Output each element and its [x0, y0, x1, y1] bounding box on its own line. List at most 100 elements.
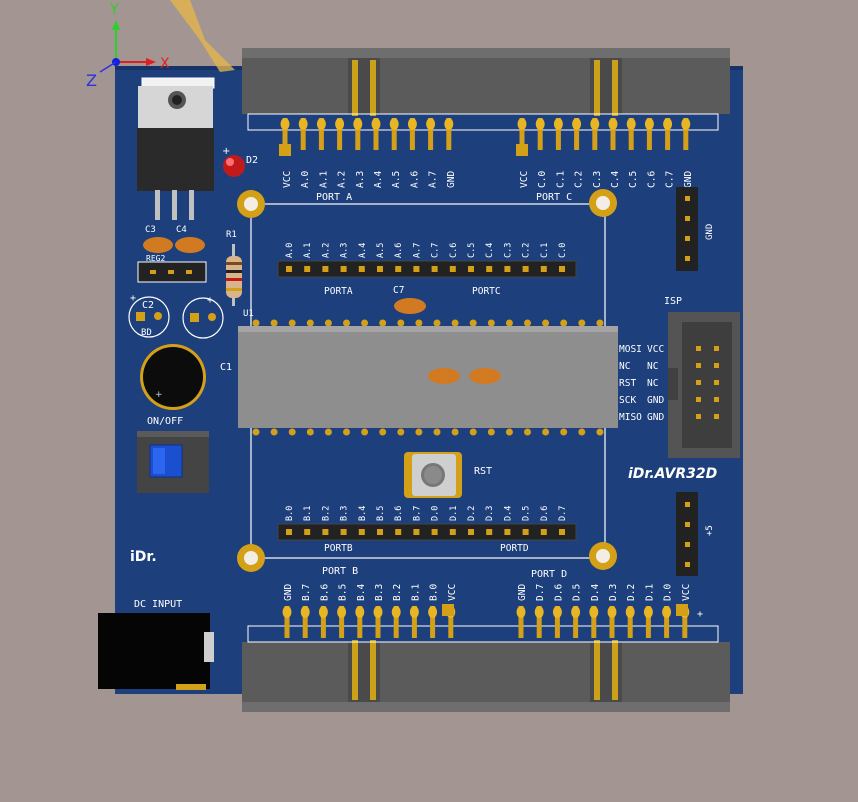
header-pin-pad [335, 118, 345, 130]
pin-label: C.3 [592, 171, 603, 188]
header-pin [646, 118, 652, 150]
header-pin [357, 606, 363, 638]
inner-header-pin [449, 266, 456, 272]
socket-pad [379, 319, 387, 327]
isp-pin [696, 414, 701, 419]
capacitor-c2 [128, 296, 170, 338]
pin-label: A.4 [373, 171, 384, 188]
socket-pad [288, 428, 296, 436]
header-pin-pad [535, 118, 545, 130]
header-pins-bottom [282, 604, 690, 638]
header-pin-pad [590, 118, 600, 130]
header-pin [591, 606, 597, 638]
inner-header-pin [377, 529, 383, 535]
isp-pin-label: MOSI [619, 344, 642, 355]
header-pin [318, 118, 324, 150]
inner-header-pin [286, 529, 292, 535]
header-pin-pad [280, 118, 290, 130]
inner-header-pin [468, 529, 474, 535]
c2-label: C2 [142, 300, 154, 311]
header-pin [665, 118, 671, 150]
pin-label: D.0 [663, 584, 674, 601]
mounting-hole-bl [237, 544, 265, 572]
pin-label: A.0 [300, 171, 311, 188]
socket-pad [487, 428, 495, 436]
inner-pin-label: B.3 [340, 506, 350, 521]
pin-label: B.5 [338, 584, 349, 601]
regulator-jumper: REG2 [137, 254, 207, 283]
header-pin-pad [373, 606, 383, 618]
isp-pin [714, 346, 719, 351]
socket-pad [542, 428, 550, 436]
pin1-square-pad [676, 604, 688, 616]
inner-bottom-right-label: PORTD [500, 543, 529, 554]
inner-header-pin [395, 266, 402, 272]
capacitor-c7 [394, 298, 426, 314]
inner-header-top-pins [286, 266, 565, 272]
axis-y-label: Y [109, 2, 119, 18]
regulator-jumper-label: REG2 [146, 254, 165, 263]
socket-pad [343, 428, 350, 436]
inner-header-pin [358, 266, 365, 272]
gnd-header [676, 187, 698, 271]
isp-pin [714, 363, 719, 368]
header-pin [448, 606, 454, 638]
pin-label: VCC [447, 584, 458, 601]
header-pin [393, 606, 399, 638]
inner-pin-label: C.6 [449, 243, 459, 258]
isp-pin-label: NC [647, 378, 658, 389]
power-switch[interactable] [137, 431, 209, 493]
cap2-plus: + [207, 295, 213, 306]
inner-pin-label: D.6 [540, 506, 550, 521]
inner-header-pin [377, 266, 383, 272]
isp-pin-label: VCC [647, 344, 664, 355]
header-pin-pad [298, 118, 308, 130]
socket-pad [505, 319, 513, 327]
header-pin [355, 118, 361, 150]
header-pin-pad [282, 606, 292, 618]
c2-value: BD [141, 328, 152, 338]
inner-header-pin [540, 529, 547, 535]
pin-label: C.7 [665, 171, 676, 188]
capacitor-c1: + [140, 344, 206, 410]
u1-label: U1 [243, 309, 254, 319]
port-c-title: PORT C [536, 192, 572, 203]
inner-header-pin [286, 266, 292, 272]
pin-label: D.1 [644, 584, 655, 601]
pin-label: B.2 [392, 584, 403, 601]
inner-pin-label: D.5 [522, 506, 532, 521]
socket-pad [379, 428, 387, 436]
pin-label: C.6 [646, 171, 657, 188]
reset-button[interactable] [404, 452, 462, 498]
inner-header-pin [559, 529, 565, 535]
pin-label: VCC [519, 171, 530, 188]
r1-label: R1 [226, 230, 237, 240]
inner-pin-label: B.1 [303, 506, 313, 521]
socket-pad [270, 428, 278, 436]
inner-header-pin [322, 529, 329, 535]
inner-pin-label: C.0 [558, 243, 568, 258]
header-pin-pad [626, 118, 636, 130]
isp-title: ISP [664, 296, 682, 307]
capacitor-small [182, 297, 224, 339]
socket-pad [487, 319, 495, 327]
inner-header-pin [304, 529, 311, 535]
socket-pad [560, 428, 568, 436]
header-pin [628, 118, 634, 150]
header-pin [683, 118, 689, 150]
header-pin [430, 606, 436, 638]
header-pin-pad [625, 606, 635, 618]
light-gizmo [170, 0, 235, 72]
inner-header-top [277, 260, 577, 278]
socket-pad [578, 428, 586, 436]
isp-pin [714, 397, 719, 402]
pin-label: A.5 [391, 171, 402, 188]
inner-pin-label: A.7 [412, 243, 422, 258]
inner-pin-label: A.0 [285, 243, 295, 258]
header-pin [373, 118, 379, 150]
